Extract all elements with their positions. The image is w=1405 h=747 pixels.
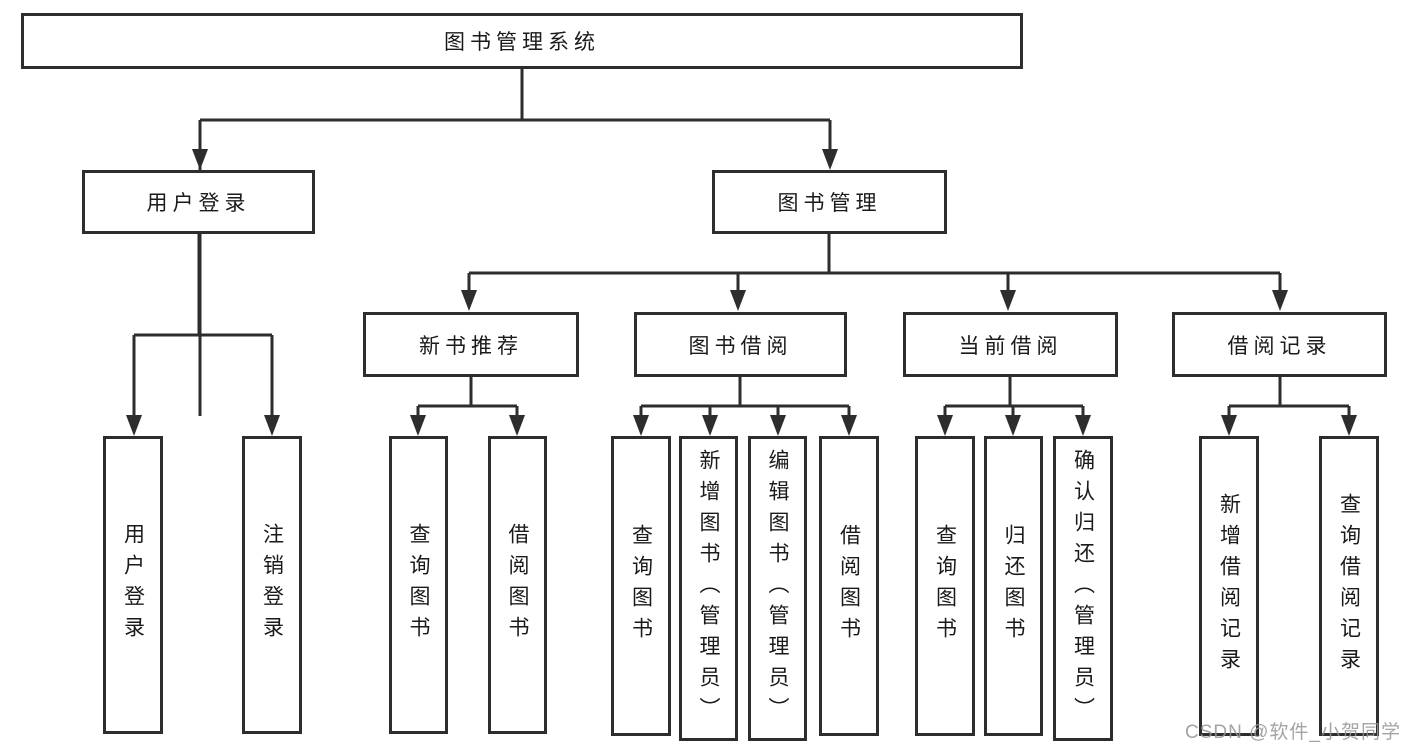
arrow-down-icon (126, 415, 142, 436)
connector-book-borrow-to-leaves (639, 377, 851, 417)
node-leaf-query-books-recommend: 查询图书 (389, 436, 448, 734)
node-leaf-query-books-borrow: 查询图书 (611, 436, 671, 736)
arrow-down-icon (1221, 415, 1237, 436)
connector-book-mgmt-to-level3 (467, 233, 1282, 292)
arrow-down-icon (1005, 415, 1021, 436)
connector-lines (132, 69, 1351, 417)
node-leaf-confirm-return-admin: 确认归还（管理员） (1053, 436, 1113, 741)
arrow-down-icon (461, 290, 477, 311)
node-leaf-edit-books-admin: 编辑图书（管理员） (748, 436, 807, 741)
node-branch-book-borrow: 图书借阅 (634, 312, 847, 377)
arrow-down-icon (841, 415, 857, 436)
node-root: 图书管理系统 (21, 13, 1023, 69)
arrow-down-icon (264, 415, 280, 436)
arrow-down-icon (702, 415, 718, 436)
arrow-down-icon (1075, 415, 1091, 436)
connector-root-to-level2 (198, 69, 832, 416)
node-leaf-borrow-books-recommend: 借阅图书 (488, 436, 547, 734)
arrow-down-icon (1272, 290, 1288, 311)
node-branch-new-book-recommend: 新书推荐 (363, 312, 579, 377)
arrowheads (126, 149, 1357, 436)
node-leaf-add-books-admin: 新增图书（管理员） (679, 436, 738, 741)
node-leaf-logout: 注销登录 (242, 436, 302, 734)
arrow-down-icon (192, 149, 208, 170)
arrow-down-icon (410, 415, 426, 436)
node-branch-user-login: 用户登录 (82, 170, 315, 234)
arrow-down-icon (1341, 415, 1357, 436)
node-branch-current-borrow: 当前借阅 (903, 312, 1118, 377)
connector-new-book-to-leaves (416, 377, 519, 417)
arrow-down-icon (937, 415, 953, 436)
node-branch-book-management: 图书管理 (712, 170, 947, 234)
node-leaf-query-books-current: 查询图书 (915, 436, 975, 736)
connector-current-borrow-to-leaves (943, 377, 1085, 417)
arrow-down-icon (1000, 290, 1016, 311)
connector-borrow-records-to-leaves (1227, 377, 1351, 417)
arrow-down-icon (633, 415, 649, 436)
node-branch-borrow-records: 借阅记录 (1172, 312, 1387, 377)
node-leaf-user-login: 用户登录 (103, 436, 163, 734)
arrow-down-icon (770, 415, 786, 436)
connector-user-login-to-leaves (132, 233, 274, 416)
arrow-down-icon (509, 415, 525, 436)
arrow-down-icon (730, 290, 746, 311)
node-leaf-return-books: 归还图书 (984, 436, 1043, 736)
node-leaf-borrow-books: 借阅图书 (819, 436, 879, 736)
node-leaf-query-borrow-record: 查询借阅记录 (1319, 436, 1379, 736)
watermark: CSDN @软件_小贺同学 (1185, 722, 1401, 743)
node-leaf-add-borrow-record: 新增借阅记录 (1199, 436, 1259, 736)
arrow-down-icon (822, 149, 838, 170)
